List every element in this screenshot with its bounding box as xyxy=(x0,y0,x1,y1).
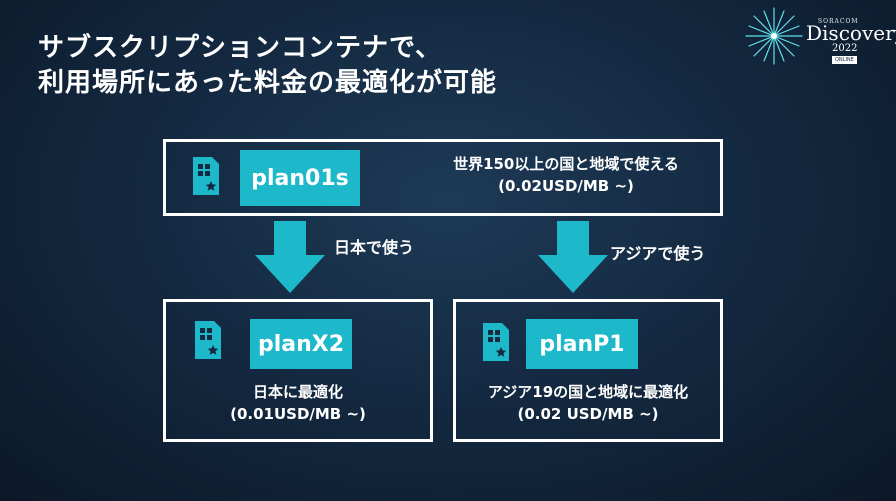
plan-description-right: アジア19の国と地域に最適化 (0.02 USD/MB ~) xyxy=(456,381,720,425)
plan-description-top: 世界150以上の国と地域で使える (0.02USD/MB ~) xyxy=(416,153,716,197)
plan-coverage-text: 日本に最適化 xyxy=(252,383,343,401)
logo-main-text: Discovery xyxy=(806,21,896,45)
plan-badge-planp1: planP1 xyxy=(526,319,638,369)
plan-price-text: (0.01USD/MB ~) xyxy=(230,405,366,423)
arrow-label-japan: 日本で使う xyxy=(334,238,415,257)
plan-description-left: 日本に最適化 (0.01USD/MB ~) xyxy=(166,381,430,425)
sim-card-icon xyxy=(483,323,509,361)
starburst-icon xyxy=(745,7,803,65)
arrow-label-asia: アジアで使う xyxy=(610,244,706,263)
plan-box-right: planP1 アジア19の国と地域に最適化 (0.02 USD/MB ~) xyxy=(453,299,723,442)
sim-card-icon xyxy=(195,321,221,359)
soracom-discovery-logo: SORACOM Discovery 2022 ONLINE xyxy=(742,6,896,66)
slide-title-line-2: 利用場所にあった料金の最適化が可能 xyxy=(38,68,498,98)
plan-badge-plan01s: plan01s xyxy=(240,150,360,206)
plan-price-text: (0.02USD/MB ~) xyxy=(498,177,634,195)
slide-title-line-1: サブスクリプションコンテナで、 xyxy=(38,33,442,63)
down-arrow-icon xyxy=(538,221,608,293)
down-arrow-icon xyxy=(255,221,325,293)
plan-coverage-text: 世界150以上の国と地域で使える xyxy=(453,155,679,173)
sim-card-icon xyxy=(193,157,219,195)
plan-box-left: planX2 日本に最適化 (0.01USD/MB ~) xyxy=(163,299,433,442)
plan-price-text: (0.02 USD/MB ~) xyxy=(517,405,659,423)
plan-badge-planx2: planX2 xyxy=(250,319,352,369)
logo-online-badge: ONLINE xyxy=(832,56,857,64)
plan-coverage-text: アジア19の国と地域に最適化 xyxy=(487,383,689,401)
logo-year: 2022 xyxy=(832,43,858,54)
plan-box-top: plan01s 世界150以上の国と地域で使える (0.02USD/MB ~) xyxy=(163,139,723,216)
logo-brand-text: SORACOM xyxy=(818,18,859,25)
